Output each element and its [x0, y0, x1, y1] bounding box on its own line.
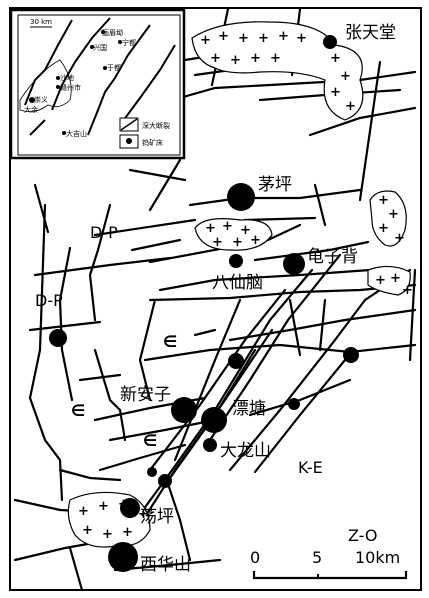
- label-xihuashan: 西华山: [140, 555, 191, 575]
- granite-east-small: [367, 265, 411, 296]
- deposit-zhangtiantang: [323, 35, 337, 49]
- inset-legend: 深大断裂 钨矿床: [119, 117, 170, 149]
- inset-legend-fault: 深大断裂: [142, 121, 170, 130]
- stratum-zo: Z-O: [348, 526, 378, 545]
- deposit-labels: 张天堂 茅坪 龟子背 八仙脑 新安子 漂塘 大龙山 荡坪 西华山: [120, 23, 396, 575]
- stratum-cambrian-1: ∈: [163, 332, 177, 351]
- svg-text:+: +: [330, 85, 341, 100]
- inset-place-4: 沙地: [60, 73, 74, 82]
- granite-east: [369, 190, 407, 247]
- svg-text:+: +: [102, 527, 113, 542]
- inset-place-2: 兴国: [93, 43, 107, 52]
- svg-text:+: +: [296, 31, 307, 46]
- deposit-small-3: [158, 474, 172, 488]
- deposit-piaotang-e: [288, 398, 300, 410]
- svg-text:+: +: [230, 53, 241, 68]
- deposit-dangping: [120, 498, 140, 518]
- svg-text:+: +: [388, 207, 399, 222]
- svg-text:+: +: [278, 29, 289, 44]
- inset-place-1: 画眉坳: [102, 28, 123, 37]
- svg-text:+: +: [218, 29, 229, 44]
- granite-plus-signs: ++++++ ++++ ++++ ++++++ ++++ +++ ++++ ++…: [78, 29, 413, 542]
- label-zhangtiantang: 张天堂: [345, 23, 396, 43]
- scale-bar: 0 5 10km: [250, 548, 408, 580]
- svg-text:+: +: [210, 51, 221, 66]
- svg-text:+: +: [238, 31, 249, 46]
- deposit-piaotang: [201, 407, 227, 433]
- scale-tick-0: 0: [250, 548, 260, 567]
- deposit-small-4: [147, 467, 157, 477]
- svg-text:+: +: [340, 69, 351, 84]
- granite-zhangtiantang: [191, 21, 364, 121]
- svg-text:+: +: [402, 283, 413, 298]
- label-baxiannao: 八仙脑: [212, 273, 263, 293]
- svg-text:+: +: [138, 507, 149, 522]
- label-maoping: 茅坪: [258, 175, 292, 195]
- svg-text:+: +: [258, 31, 269, 46]
- svg-text:+: +: [205, 221, 216, 236]
- svg-text:+: +: [250, 51, 261, 66]
- deposit-baxiannao: [229, 254, 243, 268]
- stratum-ke: K-E: [298, 458, 323, 477]
- granite-bodies: [67, 21, 411, 548]
- inset-place-8: 大余: [24, 105, 38, 114]
- svg-text:+: +: [82, 523, 93, 538]
- deposit-maoping: [227, 183, 255, 211]
- svg-text:+: +: [212, 235, 223, 250]
- svg-text:+: +: [375, 273, 386, 288]
- strata-labels: D-P D-P ∈ ∈ ∈ K-E Z-O: [35, 223, 378, 545]
- granite-maoping: [194, 218, 273, 251]
- deposit-dots: [49, 35, 359, 572]
- svg-text:+: +: [394, 231, 405, 246]
- svg-text:+: +: [200, 33, 211, 48]
- deposit-small-2: [343, 347, 359, 363]
- label-dangping: 荡坪: [140, 507, 174, 527]
- stratum-cambrian-2: ∈: [71, 401, 85, 420]
- svg-text:+: +: [250, 233, 261, 248]
- label-xinanzi: 新安子: [120, 385, 171, 405]
- deposit-xihuashan: [108, 542, 138, 572]
- inset-map: 30 km 画眉坳 兴国 宁都 沙地 赣州市 于都 崇义 大余 大吉山 深大断裂…: [9, 8, 186, 160]
- svg-text:+: +: [270, 51, 281, 66]
- inset-place-9: 大吉山: [66, 129, 87, 138]
- deposit-dp-west: [49, 329, 67, 347]
- label-dalongshan: 大龙山: [220, 441, 271, 461]
- inset-place-5: 赣州市: [60, 83, 81, 92]
- inset-scale: 30 km: [30, 18, 52, 26]
- stratum-cambrian-3: ∈: [143, 431, 157, 450]
- deposit-dalongshan: [203, 438, 217, 452]
- svg-text:+: +: [232, 235, 243, 250]
- svg-text:+: +: [222, 219, 233, 234]
- inset-place-7: 崇义: [34, 96, 48, 104]
- scale-tick-10km: 10km: [355, 548, 400, 567]
- svg-text:+: +: [122, 525, 133, 540]
- inset-legend-deposit: 钨矿床: [142, 138, 163, 147]
- svg-text:+: +: [78, 504, 89, 519]
- deposit-guizibei: [283, 253, 305, 275]
- label-guizibei: 龟子背: [307, 247, 358, 267]
- deposit-small-1: [228, 353, 244, 369]
- stratum-dp-2: D-P: [35, 291, 63, 310]
- svg-text:+: +: [345, 99, 356, 114]
- svg-text:+: +: [98, 499, 109, 514]
- deposit-xinanzi: [171, 397, 197, 423]
- stratum-dp-1: D-P: [90, 223, 118, 242]
- inset-place-6: 于都: [107, 64, 121, 72]
- inset-place-3: 宁都: [122, 38, 136, 47]
- scale-tick-5: 5: [312, 548, 322, 567]
- svg-text:+: +: [390, 271, 401, 286]
- svg-text:+: +: [240, 223, 251, 238]
- label-piaotang: 漂塘: [232, 399, 266, 419]
- svg-text:+: +: [330, 51, 341, 66]
- svg-text:+: +: [378, 221, 389, 236]
- svg-text:+: +: [378, 193, 389, 208]
